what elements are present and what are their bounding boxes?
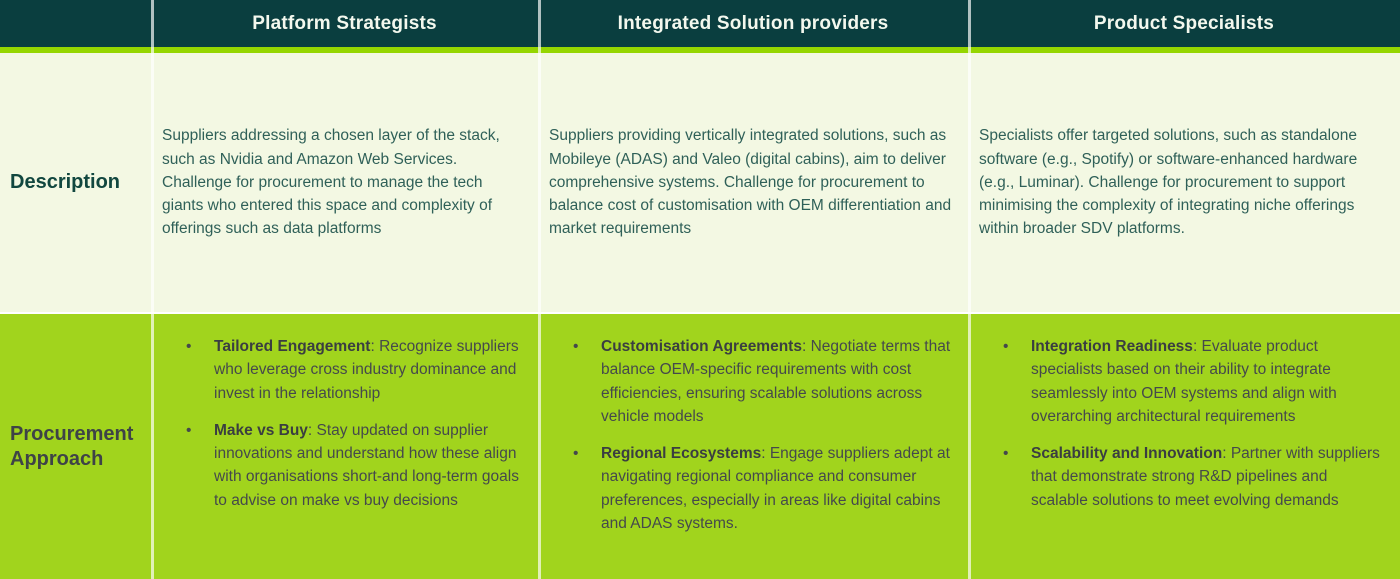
bullet-list: • Integration Readiness: Evaluate produc… <box>979 335 1386 512</box>
description-cell-integrated-solution-providers: Suppliers providing vertically integrate… <box>538 53 968 312</box>
description-cell-product-specialists: Specialists offer targeted solutions, su… <box>968 53 1400 312</box>
bullet-icon: • <box>186 421 192 439</box>
bullet-icon: • <box>573 338 579 355</box>
accent-bar <box>0 47 1400 53</box>
bullet-text: : Negotiate terms that balance OEM-speci… <box>601 338 951 425</box>
bullet-icon: • <box>1003 338 1009 355</box>
row-label-procurement-approach: Procurement Approach <box>10 422 134 470</box>
procurement-cell-platform-strategists: • Tailored Engagement: Recognize supplie… <box>151 314 538 579</box>
description-text: Suppliers addressing a chosen layer of t… <box>162 127 500 238</box>
column-divider <box>151 0 154 579</box>
table-header-row: Platform Strategists Integrated Solution… <box>0 0 1400 47</box>
description-row: Description Suppliers addressing a chose… <box>0 53 1400 312</box>
bullet-list: • Customisation Agreements: Negotiate te… <box>549 335 954 535</box>
bullet-item: • Scalability and Innovation: Partner wi… <box>979 442 1386 512</box>
column-header-integrated-solution-providers: Integrated Solution providers <box>617 12 889 34</box>
column-divider <box>538 0 541 579</box>
bullet-item: • Make vs Buy: Stay updated on supplier … <box>162 419 524 512</box>
bullet-title: Customisation Agreements <box>601 338 802 355</box>
bullet-text: : Partner with suppliers that demonstrat… <box>1031 445 1380 509</box>
description-text: Suppliers providing vertically integrate… <box>549 127 952 238</box>
bullet-icon: • <box>186 338 192 355</box>
row-label-description: Description <box>10 171 121 193</box>
bullet-item: • Integration Readiness: Evaluate produc… <box>979 335 1386 428</box>
bullet-text: : Stay updated on supplier innovations a… <box>214 421 519 509</box>
bullet-icon: • <box>1003 445 1009 462</box>
bullet-title: Integration Readiness <box>1031 338 1193 355</box>
bullet-text: : Recognize suppliers who leverage cross… <box>214 338 519 402</box>
procurement-cell-product-specialists: • Integration Readiness: Evaluate produc… <box>968 314 1400 579</box>
bullet-title: Scalability and Innovation <box>1031 445 1223 462</box>
bullet-item: • Regional Ecosystems: Engage suppliers … <box>549 442 954 535</box>
bullet-text: : Evaluate product specialists based on … <box>1031 338 1337 425</box>
procurement-cell-integrated-solution-providers: • Customisation Agreements: Negotiate te… <box>538 314 968 579</box>
procurement-approach-row: Procurement Approach • Tailored Engageme… <box>0 314 1400 579</box>
description-text: Specialists offer targeted solutions, su… <box>979 127 1358 238</box>
column-header-platform-strategists: Platform Strategists <box>252 12 437 34</box>
description-cell-platform-strategists: Suppliers addressing a chosen layer of t… <box>151 53 538 312</box>
column-header-product-specialists: Product Specialists <box>1093 12 1275 34</box>
bullet-item: • Tailored Engagement: Recognize supplie… <box>162 335 524 405</box>
bullet-list: • Tailored Engagement: Recognize supplie… <box>162 335 524 512</box>
column-divider <box>968 0 971 579</box>
bullet-icon: • <box>573 445 579 462</box>
bullet-title: Tailored Engagement <box>214 338 371 355</box>
bullet-text: : Engage suppliers adept at navigating r… <box>601 445 950 532</box>
bullet-title: Regional Ecosystems <box>601 445 762 462</box>
row-divider <box>0 312 1400 314</box>
bullet-title: Make vs Buy <box>214 421 308 439</box>
bullet-item: • Customisation Agreements: Negotiate te… <box>549 335 954 428</box>
header-corner-cell <box>0 0 151 47</box>
